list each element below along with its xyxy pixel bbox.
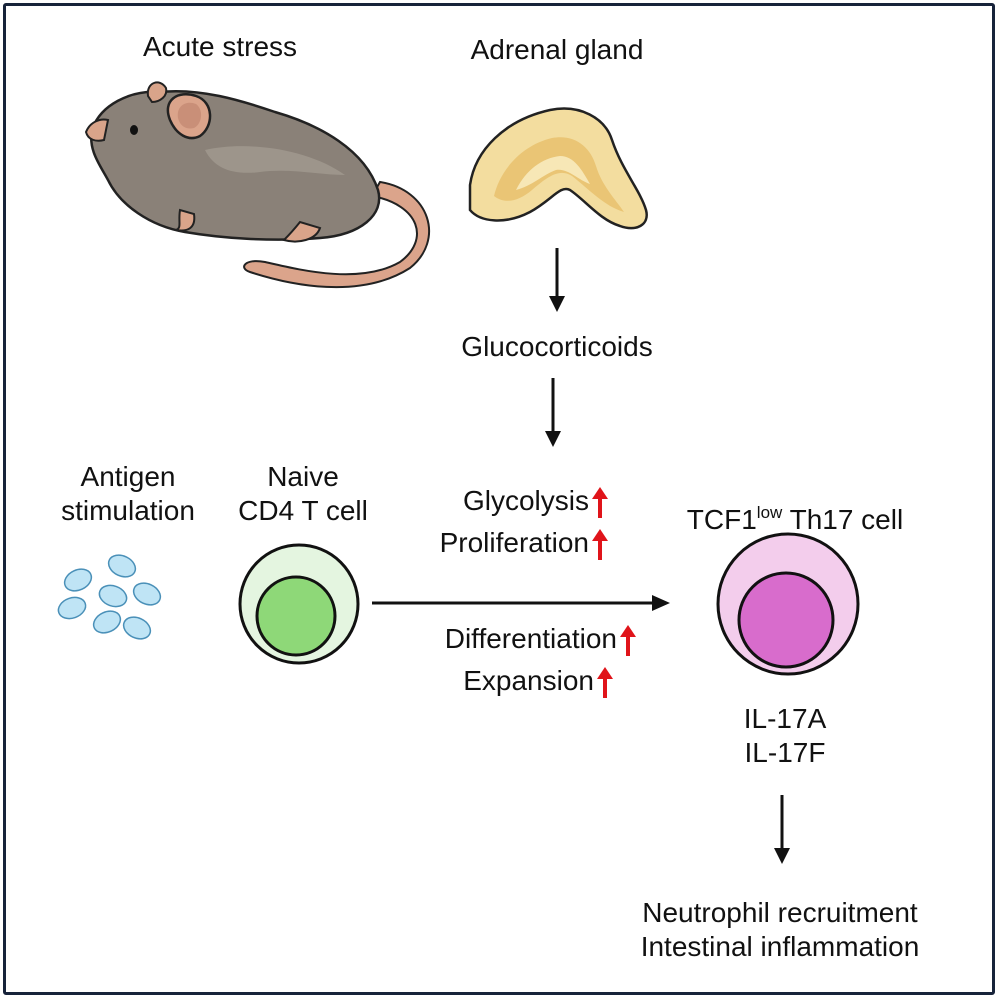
arrow-glucocorticoids-to-effects (545, 378, 561, 447)
antigen-line-2: stimulation (61, 495, 195, 526)
antigen-stimulation-label: Antigen stimulation (38, 460, 218, 528)
glucocorticoids-label: Glucocorticoids (461, 331, 653, 362)
antigen-line-1: Antigen (80, 461, 176, 492)
proliferation-row: Proliferation (380, 526, 608, 561)
antigen-particles (57, 554, 162, 640)
proliferation-label: Proliferation (439, 527, 589, 558)
outcome-line-1: Neutrophil recruitment (642, 897, 918, 928)
outcome-label: Neutrophil recruitment Intestinal inflam… (600, 896, 960, 964)
increase-arrow-icon (592, 528, 608, 560)
expansion-row: Expansion (380, 664, 613, 699)
naive-cd4-t-cell (238, 543, 360, 665)
th17-cell (716, 532, 860, 676)
adrenal-gland-illustration (468, 107, 648, 230)
arrow-adrenal-to-glucocorticoids (549, 248, 565, 312)
glycolysis-label: Glycolysis (462, 485, 589, 516)
cytokines-label: IL-17A IL-17F (690, 702, 880, 770)
naive-line-1: Naive (267, 461, 339, 492)
differentiation-row: Differentiation (380, 622, 636, 657)
il17f-label: IL-17F (744, 737, 826, 768)
adrenal-gland-label: Adrenal gland (470, 34, 644, 65)
glycolysis-row: Glycolysis (380, 484, 608, 519)
arrow-th17-to-outcome (774, 795, 790, 864)
acute-stress-label: Acute stress (142, 31, 298, 62)
increase-arrow-icon (592, 486, 608, 518)
mouse-illustration (84, 81, 431, 289)
outcome-line-2: Intestinal inflammation (640, 931, 920, 962)
il17a-label: IL-17A (743, 703, 827, 734)
expansion-label: Expansion (463, 665, 594, 696)
th17-cell-label: TCF1low Th17 cell (650, 503, 940, 537)
increase-arrow-icon (597, 666, 613, 698)
arrow-naive-to-th17 (372, 595, 670, 611)
th17-prefix: TCF1 (686, 504, 757, 535)
naive-cd4-label: Naive CD4 T cell (208, 460, 398, 528)
naive-line-2: CD4 T cell (238, 495, 368, 526)
th17-superscript: low (756, 503, 783, 522)
th17-suffix: Th17 cell (782, 504, 904, 535)
differentiation-label: Differentiation (444, 623, 617, 654)
increase-arrow-icon (620, 624, 636, 656)
